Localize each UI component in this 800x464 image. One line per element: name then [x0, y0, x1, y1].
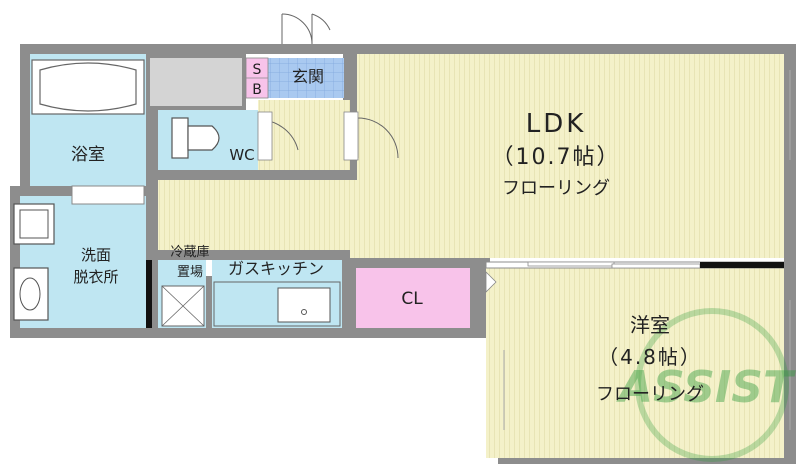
windows	[503, 70, 791, 430]
room-labels: LDK （10.7帖） フローリング 洋室 （4.8帖） フローリング 浴室 洗…	[71, 62, 704, 405]
washing-machine-icon	[13, 203, 55, 245]
wc-label: WC	[229, 146, 254, 164]
sliding-partition	[485, 261, 785, 269]
western-floor-label: フローリング	[596, 384, 704, 405]
shoebox-label-2: B	[252, 82, 262, 98]
fridge-label-2: 置場	[177, 265, 203, 280]
closet-label: CL	[401, 289, 423, 309]
wash-label-2: 脱衣所	[73, 268, 118, 286]
fridge-space-icon	[161, 285, 205, 327]
shoebox-label-1: S	[253, 62, 262, 78]
ldk-floor-label: フローリング	[502, 178, 610, 199]
bath-label: 浴室	[71, 145, 105, 165]
closet	[356, 268, 470, 328]
entrance-label: 玄関	[292, 67, 324, 86]
watermark-text: ASSIST	[616, 362, 796, 413]
ldk-floor-lower	[350, 180, 784, 258]
wash-doorway	[71, 185, 145, 205]
storage-void	[150, 58, 242, 106]
fridge-label-1: 冷蔵庫	[170, 245, 209, 260]
sink-icon	[213, 281, 341, 327]
wash-label-1: 洗面	[81, 246, 111, 264]
ldk-size: （10.7帖）	[492, 145, 621, 170]
hall-floor	[258, 100, 350, 170]
entrance-floor	[268, 58, 344, 98]
wash-partition	[146, 260, 152, 328]
bathtub-icon	[31, 59, 145, 115]
entrance-door-icon	[281, 13, 331, 45]
ldk-name: LDK	[526, 109, 587, 139]
washbasin-icon	[13, 267, 49, 321]
western-size: （4.8帖）	[598, 345, 702, 369]
western-name: 洋室	[630, 313, 670, 337]
kitchen-label: ガスキッチン	[228, 259, 324, 278]
toilet-icon	[171, 117, 220, 159]
assist-logo: ASSIST	[616, 308, 796, 462]
closet-door-icon	[485, 271, 497, 293]
western-room-floor	[486, 268, 784, 458]
